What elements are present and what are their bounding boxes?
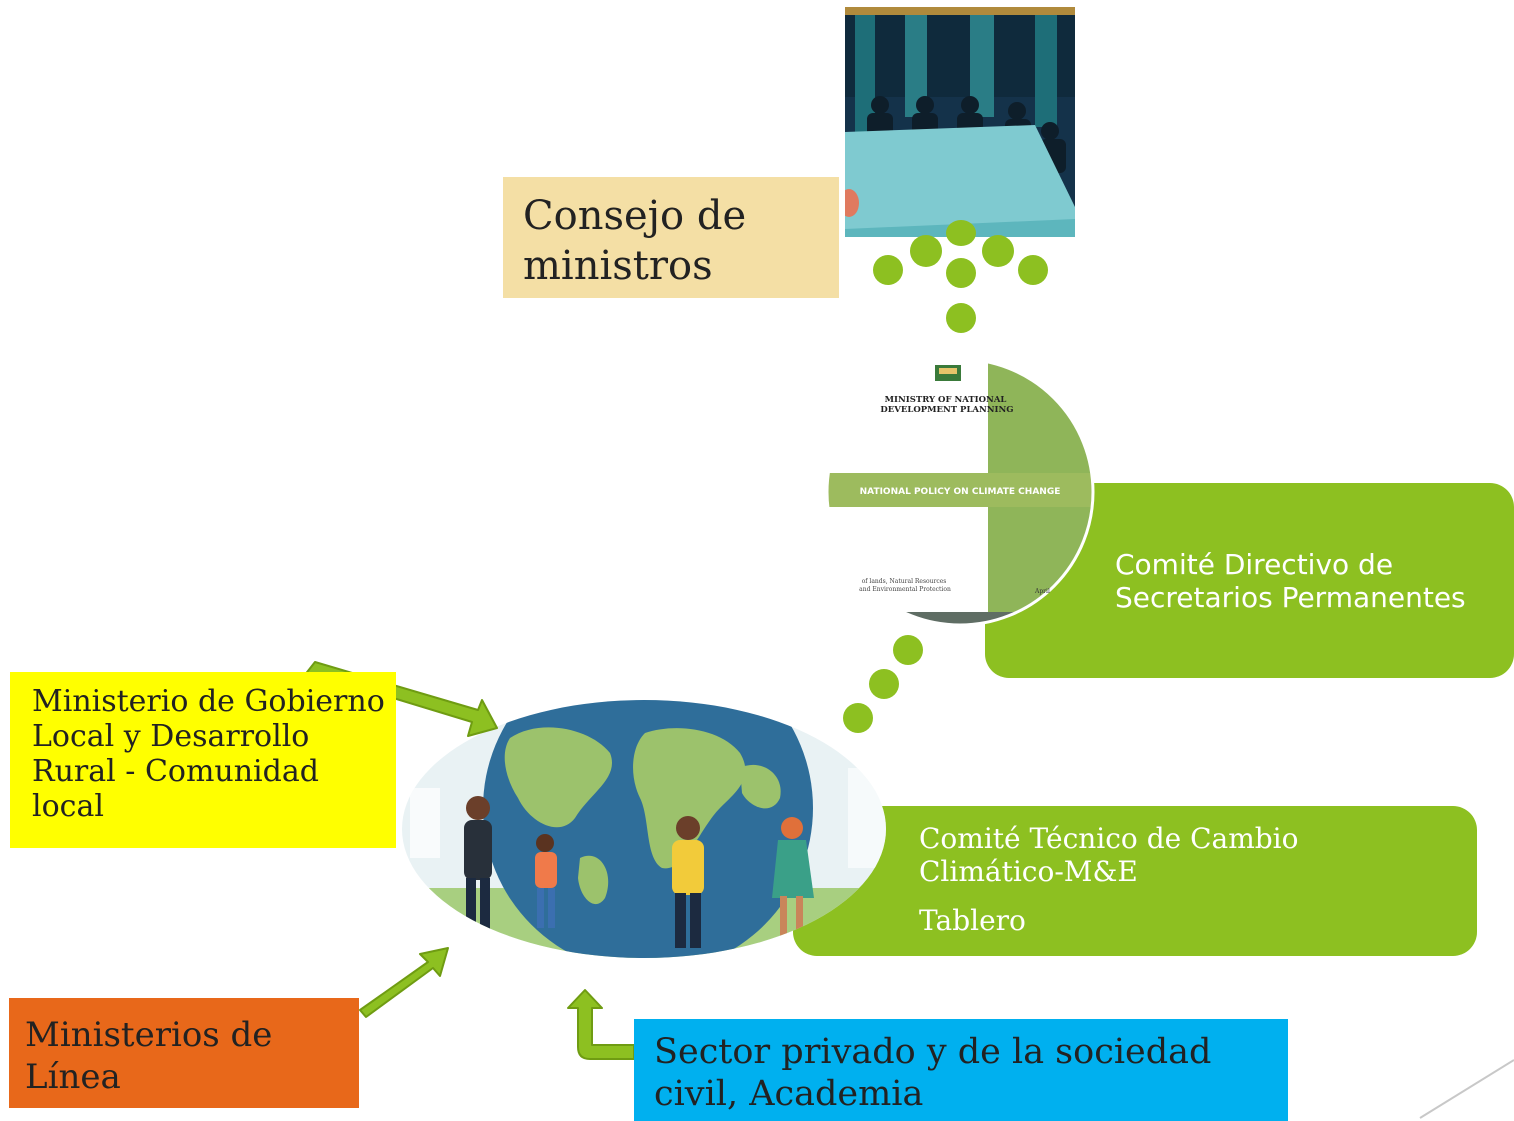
comite-directivo-label: Comité Directivo de Secretarios Permanen… <box>1115 548 1466 614</box>
svg-text:MINISTRY OF NATIONAL DEVEL: MINISTRY OF NATIONAL DEVELOPMENT PLANNIN… <box>880 395 1013 415</box>
national-policy-document-image: MINISTRY OF NATIONAL DEVELOPMENT PLANNIN… <box>825 357 1095 627</box>
ministerios-de-linea-label: Ministerios de Línea <box>25 1015 273 1097</box>
sector-privado-label: Sector privado y de la sociedad civil, A… <box>654 1032 1212 1114</box>
sector-privado-box: Sector privado y de la sociedad civil, A… <box>634 1019 1288 1121</box>
svg-text:April: April <box>1034 588 1050 595</box>
comite-tecnico-sublabel: Tablero <box>919 904 1026 937</box>
corner-decoration-line <box>1419 1059 1514 1119</box>
arrow-sector-to-globe <box>567 989 635 1060</box>
cabinet-meeting-image <box>845 7 1075 237</box>
consejo-de-ministros-box: Consejo de ministros <box>503 177 839 298</box>
comite-tecnico-label: Comité Técnico de Cambio Climático-M&E <box>919 822 1299 888</box>
consejo-de-ministros-label: Consejo de ministros <box>523 193 747 289</box>
svg-text:NATIONAL POLICY ON CLIMATE CHA: NATIONAL POLICY ON CLIMATE CHANGE <box>860 487 1061 497</box>
svg-text:of lands, Natural Resources: of lands, Natural Resources and Environm… <box>859 578 951 593</box>
ministerio-gobierno-local-label: Ministerio de Gobierno Local y Desarroll… <box>32 684 385 824</box>
comite-tecnico-box <box>793 806 1477 956</box>
arrow-lineas-to-globe <box>359 947 449 1018</box>
globe-community-image <box>402 700 886 958</box>
ministerio-gobierno-local-box: Ministerio de Gobierno Local y Desarroll… <box>10 672 396 848</box>
ministerios-de-linea-box: Ministerios de Línea <box>9 998 359 1108</box>
